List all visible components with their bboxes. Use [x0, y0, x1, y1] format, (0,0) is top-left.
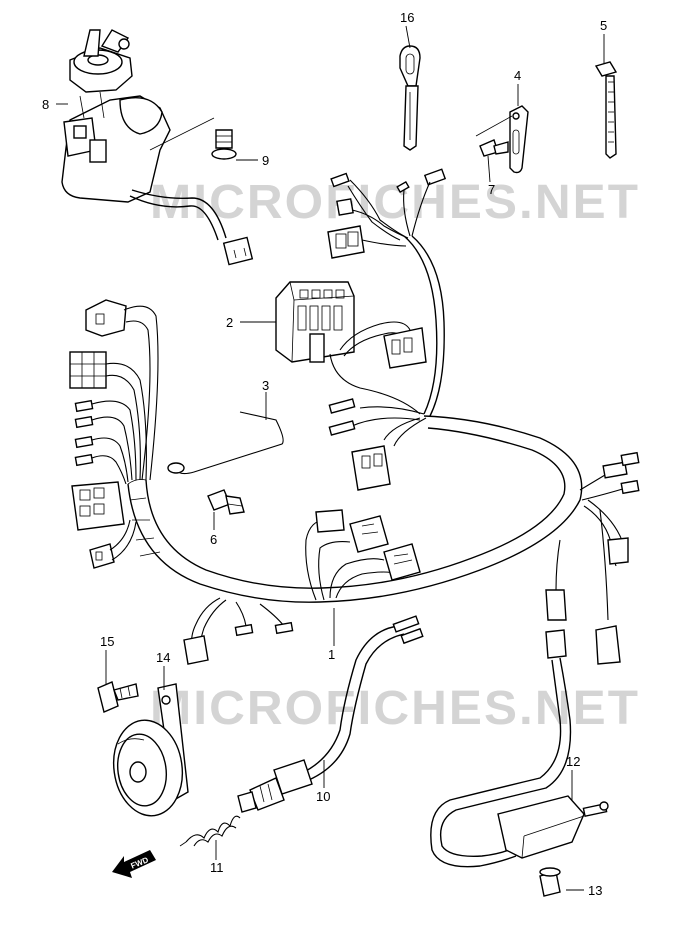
callout-14: 14 [156, 650, 170, 665]
ignition-switch [61, 29, 254, 266]
callout-9: 9 [262, 153, 269, 168]
callout-11: 11 [210, 860, 224, 875]
bolt-6 [207, 489, 245, 515]
callout-5: 5 [600, 18, 607, 33]
callout-15: 15 [100, 634, 114, 649]
callout-4: 4 [514, 68, 521, 83]
screw-7 [475, 115, 513, 157]
watermark-top: MICROFICHES.NET [150, 176, 640, 229]
screw-9 [149, 117, 237, 160]
callout-8: 8 [42, 97, 49, 112]
callout-7: 7 [488, 182, 495, 197]
callout-2: 2 [226, 315, 233, 330]
callout-3: 3 [262, 378, 269, 393]
callout-12: 12 [566, 754, 580, 769]
fwd-arrow-icon: FWD [112, 850, 156, 878]
watermark-bottom: MICROFICHES.NET [150, 682, 640, 735]
horn [112, 683, 189, 817]
sensor-12 [430, 629, 609, 897]
callout-10: 10 [316, 789, 330, 804]
upper-connector-group [327, 168, 447, 417]
callouts: 1 2 3 4 5 6 7 8 9 10 11 12 13 14 15 16 [42, 10, 607, 898]
leader-lines [56, 25, 605, 891]
callout-13: 13 [588, 883, 602, 898]
rod-3 [167, 411, 284, 475]
cable-tie [594, 61, 618, 159]
bolt-15 [97, 681, 139, 713]
key [399, 45, 421, 151]
sensor-10 [237, 615, 424, 813]
fwd-label: FWD [129, 855, 149, 870]
callout-1: 1 [328, 647, 335, 662]
relay-unit [275, 281, 427, 415]
bracket-4 [509, 105, 529, 174]
spring-11 [179, 815, 241, 847]
left-connector-group [69, 299, 159, 569]
main-harness [127, 398, 640, 665]
callout-16: 16 [400, 10, 414, 25]
callout-6: 6 [210, 532, 217, 547]
